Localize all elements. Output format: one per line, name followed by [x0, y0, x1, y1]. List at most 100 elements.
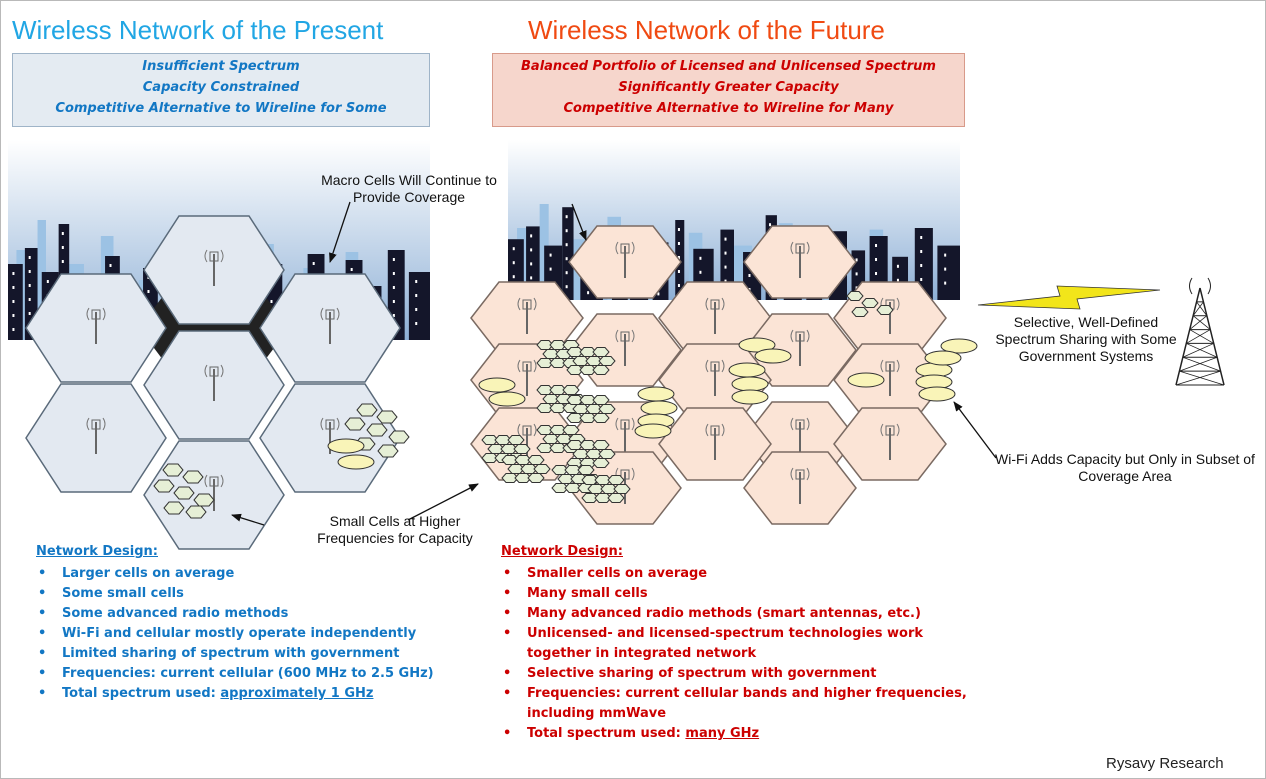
window-light — [875, 258, 878, 261]
window-light — [724, 237, 727, 241]
small-cells-annotation: Small Cells at Higher Frequencies for Ca… — [317, 513, 473, 546]
window-light — [920, 278, 923, 281]
window-light — [12, 300, 15, 303]
small-cell — [507, 435, 525, 445]
window-light — [677, 242, 680, 245]
small-cell — [153, 479, 175, 493]
small-cell — [533, 464, 551, 474]
window-light — [657, 292, 660, 296]
small-cell — [162, 463, 184, 477]
small-cell — [376, 410, 398, 424]
small-cell — [607, 493, 625, 503]
antenna-panel — [209, 251, 219, 262]
small-cell — [388, 430, 410, 444]
lightning-bolt — [977, 285, 1161, 310]
window-light — [147, 290, 150, 293]
future-summary-line: Balanced Portfolio of Licensed and Unlic… — [521, 59, 936, 74]
small-cell — [173, 486, 195, 500]
window-light — [724, 251, 727, 255]
future-spectrum-label: Total spectrum used: — [527, 726, 686, 741]
small-cell — [163, 501, 185, 515]
future-spectrum-value: many GHz — [685, 726, 760, 741]
spectrum-sharing-annotation: Selective, Well-Defined Spectrum Sharing… — [995, 314, 1177, 364]
signal-arc — [790, 467, 810, 481]
signal-arc — [204, 364, 224, 378]
building — [914, 228, 933, 300]
small-cell — [592, 365, 610, 375]
antenna-panel — [885, 425, 895, 436]
signal-arc — [517, 423, 537, 437]
small-cell — [851, 307, 869, 317]
small-cell — [562, 385, 580, 395]
antenna-panel — [522, 425, 532, 436]
wifi-area — [738, 337, 776, 353]
window-light — [875, 244, 878, 247]
wifi-area — [488, 391, 526, 407]
antenna-panel — [522, 299, 532, 310]
wifi-area — [918, 386, 956, 402]
window-light — [920, 250, 923, 253]
annotation-arrow — [953, 401, 997, 459]
future-summary-line: Competitive Alternative to Wireline for … — [563, 101, 894, 116]
small-cell — [598, 404, 616, 414]
wifi-area — [478, 377, 516, 393]
small-cell — [876, 305, 894, 315]
window-light — [587, 291, 590, 295]
window-light — [769, 223, 772, 227]
future-design-heading: Network Design: — [501, 544, 623, 559]
window-light — [350, 268, 353, 271]
signal-arc — [320, 307, 340, 321]
antenna-panel — [522, 361, 532, 372]
tower-brace — [1192, 315, 1211, 330]
window-light — [415, 308, 418, 311]
tower-brace — [1175, 370, 1221, 386]
tower-brace — [1182, 356, 1221, 372]
small-cell — [193, 493, 215, 507]
tower-signal — [1189, 277, 1211, 295]
signal-arc — [204, 249, 224, 263]
signal-arc — [615, 329, 635, 343]
window-light — [28, 256, 31, 259]
window-light — [530, 276, 533, 280]
tower-brace — [1182, 343, 1214, 358]
window-light — [724, 279, 727, 283]
tower-brace — [1179, 356, 1218, 372]
small-cell — [592, 395, 610, 405]
future-summary-line: Significantly Greater Capacity — [618, 80, 839, 95]
window-light — [28, 284, 31, 287]
window-light — [549, 253, 552, 257]
window-light — [565, 271, 568, 275]
signal-arc — [204, 474, 224, 488]
window-light — [565, 257, 568, 261]
wifi-area — [754, 348, 792, 364]
present-design-heading: Network Design: — [36, 544, 158, 559]
present-design-item: Limited sharing of spectrum with governm… — [36, 644, 476, 664]
present-summary-line: Competitive Alternative to Wireline for … — [55, 101, 387, 116]
present-summary-box: Insufficient Spectrum Capacity Constrain… — [12, 53, 430, 127]
future-design-item: Frequencies: current cellular bands and … — [501, 684, 981, 724]
signal-arc — [615, 417, 635, 431]
present-design-item-spectrum: Total spectrum used: approximately 1 GHz — [36, 684, 476, 704]
signal-arc — [880, 423, 900, 437]
antenna-panel — [91, 309, 101, 320]
window-light — [392, 314, 395, 317]
building — [8, 264, 23, 340]
antenna-panel — [325, 419, 335, 430]
present-design-item: Wi-Fi and cellular mostly operate indepe… — [36, 624, 476, 644]
window-light — [944, 267, 947, 271]
window-light — [392, 272, 395, 275]
small-cell — [366, 423, 388, 437]
tower-brace — [1186, 329, 1211, 344]
annotation-arrow — [571, 203, 587, 241]
small-cell — [377, 444, 399, 458]
antenna-panel — [795, 243, 805, 254]
antenna-panel — [795, 469, 805, 480]
present-design-item: Frequencies: current cellular (600 MHz t… — [36, 664, 476, 684]
window-light — [415, 294, 418, 297]
small-cell — [592, 413, 610, 423]
small-cell — [598, 449, 616, 459]
annotation-arrow — [329, 201, 351, 263]
window-light — [415, 322, 418, 325]
present-network-design: Network Design: Larger cells on average … — [36, 542, 476, 704]
window-light — [549, 267, 552, 271]
